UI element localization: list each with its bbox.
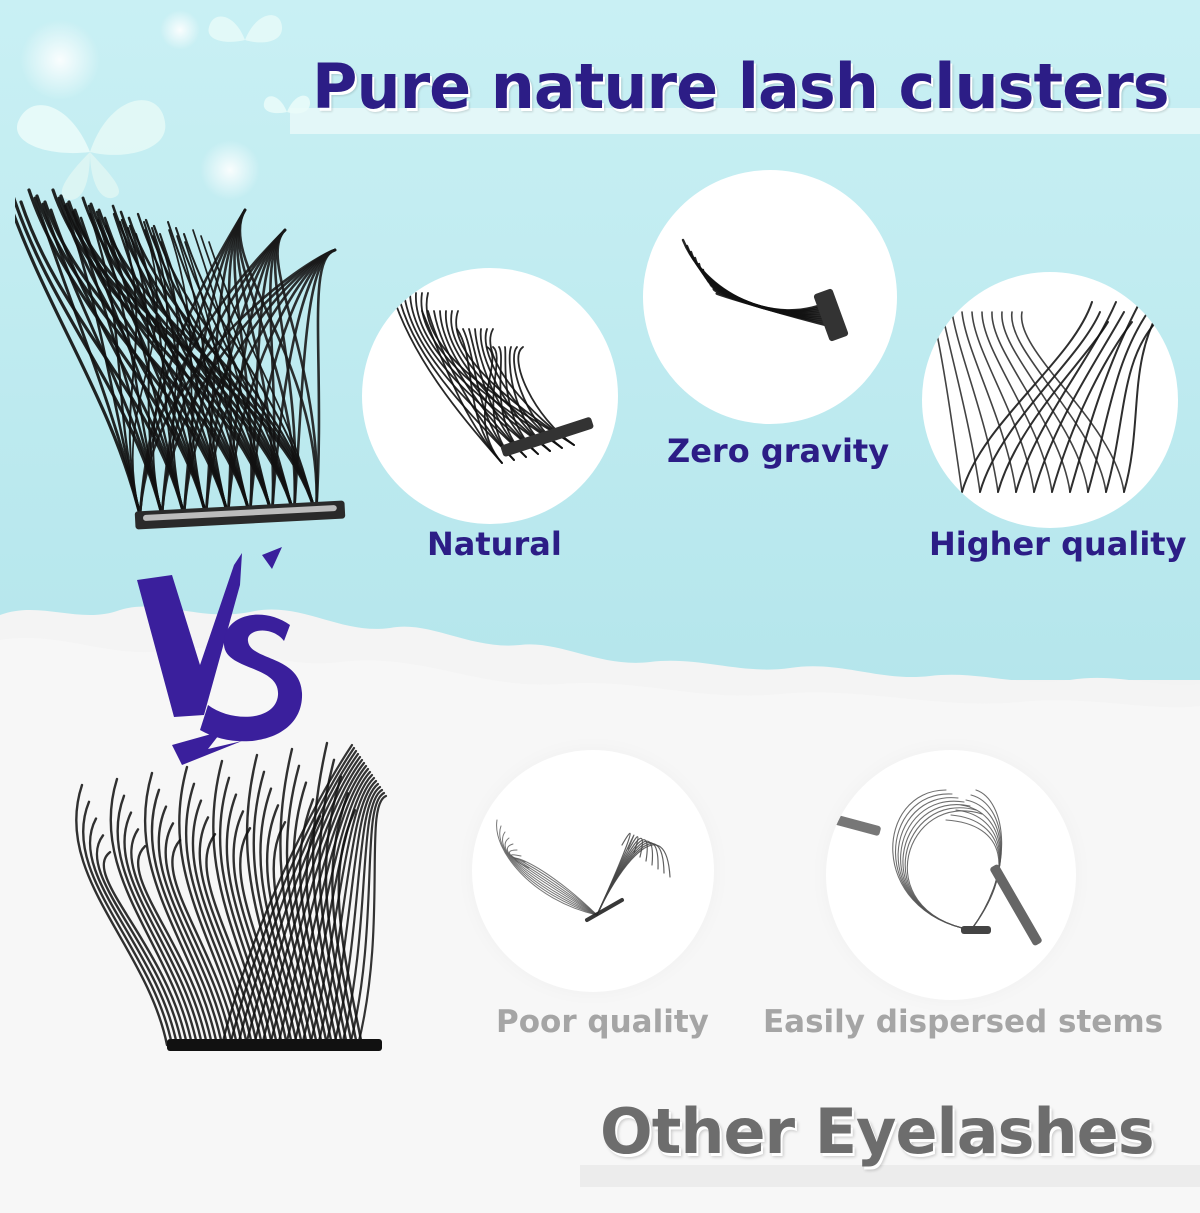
feature-label-zero-gravity: Zero gravity [667, 432, 890, 470]
vs-mark: VS [112, 545, 303, 765]
feature-image-poor-quality [472, 750, 714, 992]
lash-cluster-icon [75, 741, 388, 1051]
feature-label-poor-quality: Poor quality [496, 1004, 709, 1040]
feature-label-natural: Natural [427, 525, 562, 563]
feature-label-higher-quality: Higher quality [929, 525, 1187, 563]
butterfly-icon [16, 100, 166, 200]
footer-title: Other Eyelashes [600, 1095, 1155, 1168]
feature-image-dispersed-stems [826, 750, 1076, 1000]
feature-label-dispersed-stems: Easily dispersed stems [763, 1004, 1164, 1040]
vs-text: VS [112, 545, 114, 546]
feature-image-higher-quality [922, 272, 1178, 528]
page-title: Pure nature lash clusters [312, 50, 1170, 123]
lash-cluster-icon [15, 188, 346, 530]
feature-image-zero-gravity [643, 170, 897, 424]
butterfly-icon [208, 15, 283, 43]
feature-image-natural [362, 268, 618, 524]
butterfly-icon [263, 95, 310, 114]
